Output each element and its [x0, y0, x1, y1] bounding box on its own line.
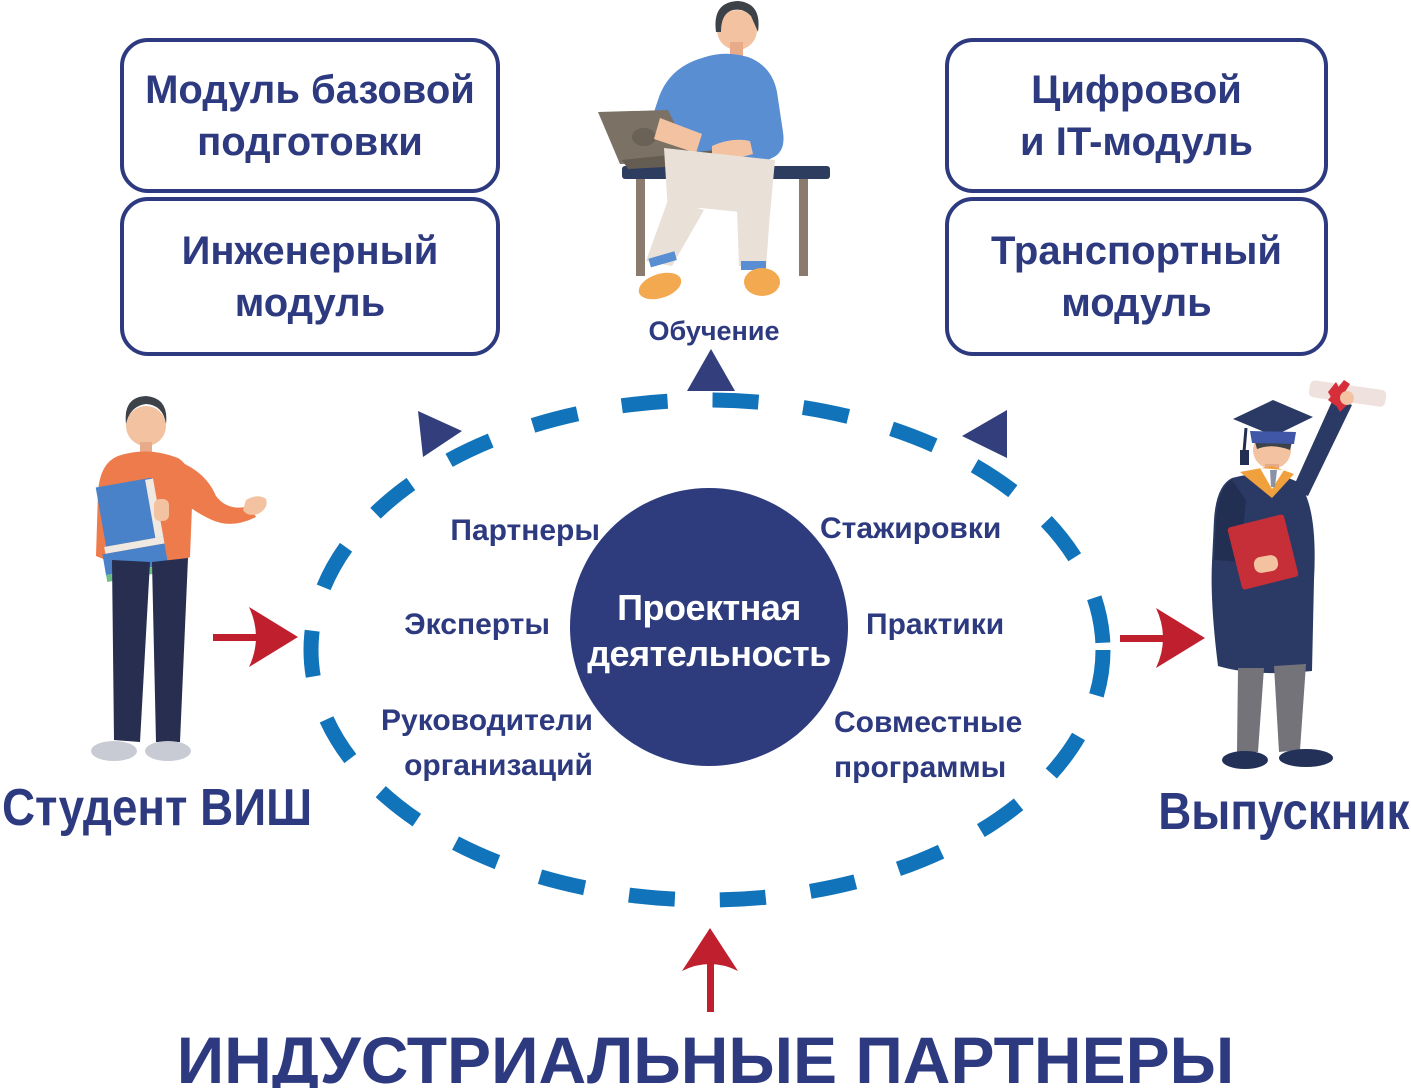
student-illustration	[91, 396, 267, 761]
module-box-basic-training: Модуль базовой подготовки	[120, 38, 500, 193]
arrow-student-in-icon	[213, 607, 298, 667]
module-box-engineering: Инженерный модуль	[120, 197, 500, 356]
arrow-graduate-out-icon	[1120, 608, 1205, 668]
cycle-arrowhead-left-icon	[418, 411, 462, 457]
student-label: Студент ВИШ	[2, 779, 313, 837]
graduate-illustration	[1211, 380, 1387, 769]
graduate-label: Выпускник	[1157, 783, 1409, 841]
cycle-item-practices: Практики	[866, 608, 1005, 641]
module-box-digital-it: Цифровой и IT-модуль	[945, 38, 1328, 193]
project-activity-circle	[570, 488, 848, 766]
cycle-arrowhead-top-icon	[687, 349, 735, 391]
cycle-item-experts: Эксперты	[404, 608, 550, 641]
cycle-item-partners: Партнеры	[450, 514, 600, 547]
cycle-arrowhead-right-icon	[962, 410, 1007, 458]
module-box-label: Цифровой и IT-модуль	[1020, 67, 1253, 164]
cycle-item-joint-programs: Совместные программы	[834, 706, 1023, 784]
cycle-dashed-ellipse	[303, 392, 1111, 908]
industrial-partners-title: ИНДУСТРИАЛЬНЫЕ ПАРТНЕРЫ	[176, 1023, 1235, 1088]
module-box-label: Модуль базовой подготовки	[145, 67, 475, 164]
arrow-industrial-partners-icon	[682, 928, 738, 1012]
module-box-transport: Транспортный модуль	[945, 197, 1328, 356]
learning-person-illustration	[598, 1, 830, 300]
module-box-label: Инженерный модуль	[181, 228, 439, 325]
learning-caption: Обучение	[648, 316, 780, 346]
cycle-item-internships: Стажировки	[820, 512, 1002, 545]
module-box-label: Транспортный модуль	[991, 228, 1282, 325]
project-activity-label: Проектная деятельность	[587, 587, 831, 674]
cycle-item-org-leaders: Руководители организаций	[381, 704, 593, 782]
